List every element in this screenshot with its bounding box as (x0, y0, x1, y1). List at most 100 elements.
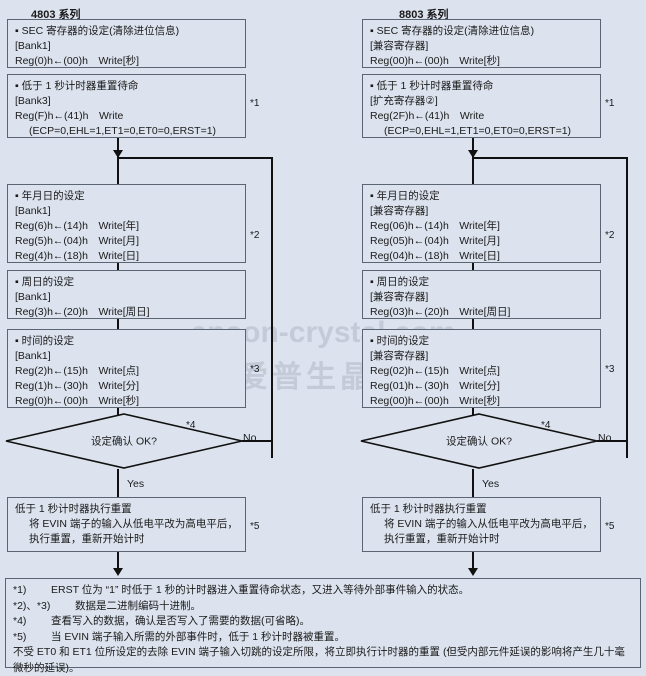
decision-left: 设定确认 OK? (5, 413, 243, 469)
feedback-rail-top-left (117, 157, 273, 159)
feedback-rail-top-right (472, 157, 628, 159)
connector-right-2 (472, 158, 474, 184)
step-line: Reg(06)h←(14)h Write[年] (370, 219, 593, 234)
note-ref-left-3: *3 (250, 364, 259, 375)
step-line: Reg(01)h←(30)h Write[分] (370, 379, 593, 394)
step-line: ▪ 年月日的设定 (15, 189, 238, 204)
footnote-tag: *1) (13, 583, 51, 599)
step-line: ▪ 周日的设定 (370, 275, 593, 290)
step-line: Reg(2F)h←(41)h Write (370, 109, 593, 124)
footnote-tag: *4) (13, 614, 51, 630)
footnote-text: 微秒的延误)。 (13, 662, 80, 674)
step-line: Reg(2)h←(15)h Write[点] (15, 364, 238, 379)
footnote-row: 微秒的延误)。 (13, 661, 633, 676)
note-ref-left-5: *5 (250, 521, 259, 532)
step-line: [Bank1] (15, 290, 238, 305)
footnote-text: 当 EVIN 端子输入所需的外部事件时，低于 1 秒计时器被重置。 (51, 631, 345, 643)
footnotes-panel: *1)ERST 位为 “1” 时低于 1 秒的计时器进入重置待命状态，又进入等待… (5, 578, 641, 668)
step-box-left-date-setting: ▪ 年月日的设定 [Bank1] Reg(6)h←(14)h Write[年] … (7, 184, 246, 263)
step-line: [Bank3] (15, 94, 238, 109)
footnote-row: *2)、*3)数据是二进制编码十进制。 (13, 599, 633, 615)
step-line: [兼容寄存器] (370, 349, 593, 364)
step-line: ▪ 时间的设定 (15, 334, 238, 349)
no-branch-left (242, 440, 273, 442)
footnote-row: *1)ERST 位为 “1” 时低于 1 秒的计时器进入重置待命状态，又进入等待… (13, 583, 633, 599)
step-line: Reg(1)h←(30)h Write[分] (15, 379, 238, 394)
final-line: 将 EVIN 端子的输入从低电平改为高电平后， (370, 517, 593, 532)
final-arrow-right (468, 568, 478, 576)
final-line: 执行重置，重新开始计时 (15, 532, 238, 547)
note-ref-right-1: *1 (605, 98, 614, 109)
step-line: [兼容寄存器] (370, 204, 593, 219)
decision-label-left: 设定确认 OK? (5, 434, 243, 449)
step-line: [兼容寄存器] (370, 290, 593, 305)
footnote-row: 不受 ET0 和 ET1 位所设定的去除 EVIN 端子输入切跳的设定所限，将立… (13, 645, 633, 661)
step-box-right-sub-second-reset-standby: ▪ 低于 1 秒计时器重置待命 [扩充寄存器②] Reg(2F)h←(41)h … (362, 74, 601, 138)
footnote-row: *5)当 EVIN 端子输入所需的外部事件时，低于 1 秒计时器被重置。 (13, 630, 633, 646)
step-line: (ECP=0,EHL=1,ET1=0,ET0=0,ERST=1) (15, 124, 238, 139)
decision-yes-label-right: Yes (482, 478, 499, 490)
step-box-left-weekday-setting: ▪ 周日的设定 [Bank1] Reg(3)h←(20)h Write[周日] (7, 270, 246, 319)
no-branch-right (597, 440, 628, 442)
step-line: [Bank1] (15, 39, 238, 54)
note-ref-left-1: *1 (250, 98, 259, 109)
step-line: ▪ SEC 寄存器的设定(清除进位信息) (370, 24, 593, 39)
step-line: Reg(6)h←(14)h Write[年] (15, 219, 238, 234)
decision-right: 设定确认 OK? (360, 413, 598, 469)
final-line: 将 EVIN 端子的输入从低电平改为高电平后， (15, 517, 238, 532)
step-line: Reg(0)h←(00)h Write[秒] (15, 54, 238, 69)
footnote-text: 数据是二进制编码十进制。 (75, 600, 201, 612)
decision-no-label-left: No (243, 432, 256, 444)
final-box-left-execute-reset: 低于 1 秒计时器执行重置 将 EVIN 端子的输入从低电平改为高电平后， 执行… (7, 497, 246, 552)
step-box-left-sec-register: ▪ SEC 寄存器的设定(清除进位信息) [Bank1] Reg(0)h←(00… (7, 19, 246, 68)
step-line: Reg(4)h←(18)h Write[日] (15, 249, 238, 264)
step-line: Reg(00)h←(00)h Write[秒] (370, 54, 593, 69)
note-ref-right-4: *4 (541, 420, 550, 431)
note-ref-left-4: *4 (186, 420, 195, 431)
note-ref-left-2: *2 (250, 230, 259, 241)
step-line: Reg(05)h←(04)h Write[月] (370, 234, 593, 249)
connector-left-2 (117, 158, 119, 184)
feedback-rail-side-left (271, 157, 273, 458)
decision-yes-label-left: Yes (127, 478, 144, 490)
footnote-text: 查看写入的数据，确认是否写入了需要的数据(可省略)。 (51, 615, 310, 627)
step-box-right-sec-register: ▪ SEC 寄存器的设定(清除进位信息) [兼容寄存器] Reg(00)h←(0… (362, 19, 601, 68)
final-arrow-left (113, 568, 123, 576)
connector-right-6 (472, 469, 474, 497)
footnote-text: ERST 位为 “1” 时低于 1 秒的计时器进入重置待命状态，又进入等待外部事… (51, 584, 469, 596)
step-line: ▪ 低于 1 秒计时器重置待命 (15, 79, 238, 94)
step-line: ▪ 周日的设定 (15, 275, 238, 290)
decision-no-label-right: No (598, 432, 611, 444)
footnote-text: 不受 ET0 和 ET1 位所设定的去除 EVIN 端子输入切跳的设定所限，将立… (13, 646, 625, 658)
note-ref-right-3: *3 (605, 364, 614, 375)
step-line: Reg(03)h←(20)h Write[周日] (370, 305, 593, 320)
feedback-rail-side-right (626, 157, 628, 458)
step-line: ▪ 年月日的设定 (370, 189, 593, 204)
step-box-right-time-setting: ▪ 时间的设定 [兼容寄存器] Reg(02)h←(15)h Write[点] … (362, 329, 601, 408)
step-line: Reg(F)h←(41)h Write (15, 109, 238, 124)
note-ref-right-5: *5 (605, 521, 614, 532)
step-line: Reg(04)h←(18)h Write[日] (370, 249, 593, 264)
decision-label-right: 设定确认 OK? (360, 434, 598, 449)
step-box-left-time-setting: ▪ 时间的设定 [Bank1] Reg(2)h←(15)h Write[点] R… (7, 329, 246, 408)
step-line: Reg(02)h←(15)h Write[点] (370, 364, 593, 379)
step-box-right-weekday-setting: ▪ 周日的设定 [兼容寄存器] Reg(03)h←(20)h Write[周日] (362, 270, 601, 319)
step-line: [兼容寄存器] (370, 39, 593, 54)
step-line: ▪ 时间的设定 (370, 334, 593, 349)
step-line: [Bank1] (15, 349, 238, 364)
final-line: 低于 1 秒计时器执行重置 (370, 502, 593, 517)
step-line: (ECP=0,EHL=1,ET1=0,ET0=0,ERST=1) (370, 124, 593, 139)
step-line: Reg(00)h←(00)h Write[秒] (370, 394, 593, 409)
final-line: 低于 1 秒计时器执行重置 (15, 502, 238, 517)
footnote-tag: *2)、*3) (13, 599, 75, 615)
step-line: ▪ 低于 1 秒计时器重置待命 (370, 79, 593, 94)
step-box-left-sub-second-reset-standby: ▪ 低于 1 秒计时器重置待命 [Bank3] Reg(F)h←(41)h Wr… (7, 74, 246, 138)
footnote-row: *4)查看写入的数据，确认是否写入了需要的数据(可省略)。 (13, 614, 633, 630)
step-line: [扩充寄存器②] (370, 94, 593, 109)
step-line: ▪ SEC 寄存器的设定(清除进位信息) (15, 24, 238, 39)
final-box-right-execute-reset: 低于 1 秒计时器执行重置 将 EVIN 端子的输入从低电平改为高电平后， 执行… (362, 497, 601, 552)
connector-left-6 (117, 469, 119, 497)
footnote-tag: *5) (13, 630, 51, 646)
step-line: [Bank1] (15, 204, 238, 219)
